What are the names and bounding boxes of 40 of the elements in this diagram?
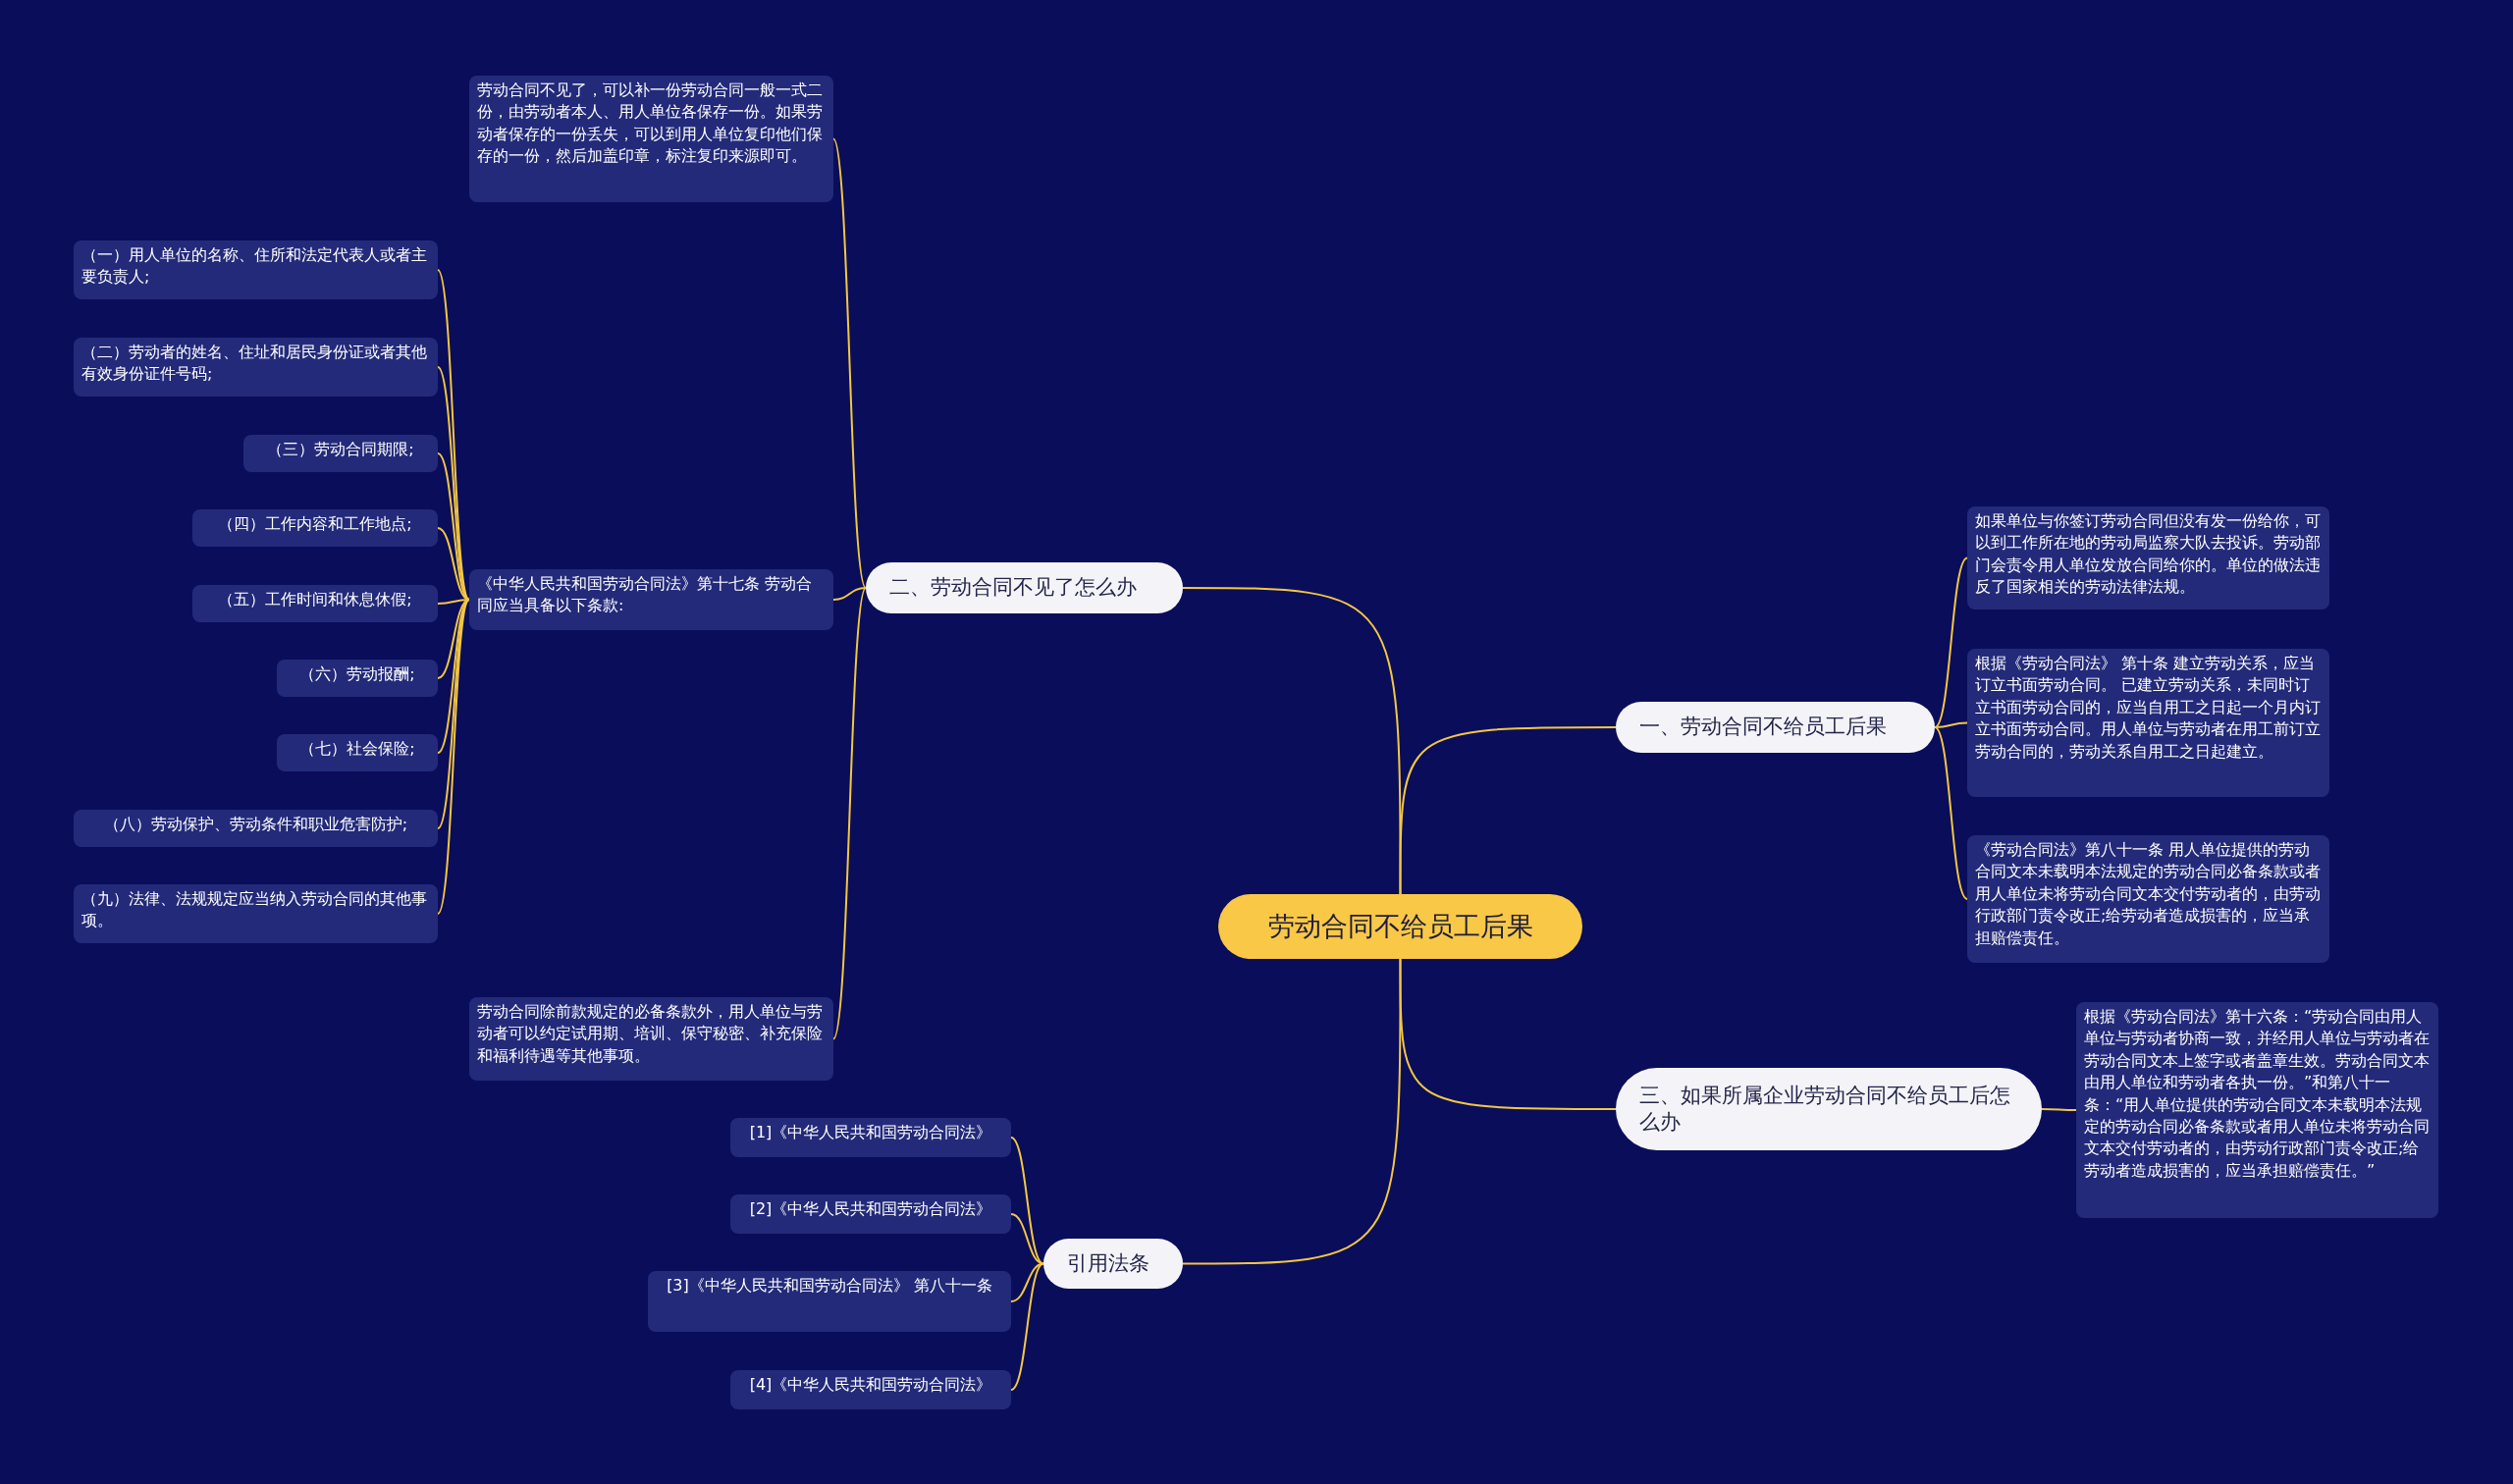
connector-line xyxy=(1399,958,1617,1110)
connector-line xyxy=(2041,1108,2077,1111)
connector-line xyxy=(437,599,470,915)
text-card: [4]《中华人民共和国劳动合同法》 xyxy=(730,1370,1011,1409)
text-card: [1]《中华人民共和国劳动合同法》 xyxy=(730,1118,1011,1157)
text-card: （一）用人单位的名称、住所和法定代表人或者主要负责人; xyxy=(74,240,438,299)
text-card: （五）工作时间和休息休假; xyxy=(192,585,438,622)
branch-topic: 引用法条 xyxy=(1043,1239,1183,1289)
text-card: 劳动合同不见了，可以补一份劳动合同一般一式二份，由劳动者本人、用人单位各保存一份。如果劳动者保存的一份丢失，可以到用人单位复印他们保存的一份，然后加盖印章，标注复印来源即可。 xyxy=(469,76,833,202)
connector-line xyxy=(1934,556,1968,728)
connector-line xyxy=(437,269,470,601)
connector-line xyxy=(1399,726,1617,895)
connector-line xyxy=(832,587,867,1040)
connector-line xyxy=(1182,958,1402,1265)
connector-line xyxy=(1010,1262,1044,1391)
text-card: （六）劳动报酬; xyxy=(277,660,438,697)
text-card: （三）劳动合同期限; xyxy=(243,435,438,472)
text-card: 根据《劳动合同法》第十六条：“劳动合同由用人单位与劳动者协商一致，并经用人单位与劳动者在劳动合同文本上签字或者盖章生效。劳动合同文本由用人单位和劳动者各执一份。”和第八十一条：“用人单位提供的劳动合同文本未载明本法规定的劳动合同必备条款或者用人单位未将劳动合同文本交付劳动者的，由劳动行政部门责令改正;给劳动者造成损害的，应当承担赔偿责任。” xyxy=(2076,1002,2438,1218)
text-card: 根据《劳动合同法》 第十条 建立劳动关系，应当订立书面劳动合同。 已建立劳动关系，未同时订立书面劳动合同的，应当自用工之日起一个月内订立书面劳动合同。用人单位与劳动者在用工前订立劳动合同的，劳动关系自用工之日起建立。 xyxy=(1967,649,2329,797)
branch-topic: 一、劳动合同不给员工后果 xyxy=(1616,702,1935,753)
text-card: （九）法律、法规规定应当纳入劳动合同的其他事项。 xyxy=(74,884,438,943)
text-card: （四）工作内容和工作地点; xyxy=(192,509,438,547)
text-card: （二）劳动者的姓名、住址和居民身份证或者其他有效身份证件号码; xyxy=(74,338,438,397)
connector-line xyxy=(1934,721,1968,728)
text-card: [3]《中华人民共和国劳动合同法》 第八十一条 xyxy=(648,1271,1011,1332)
text-card: [2]《中华人民共和国劳动合同法》 xyxy=(730,1194,1011,1234)
text-card: （七）社会保险; xyxy=(277,734,438,771)
connector-line xyxy=(1010,1137,1044,1265)
connector-line xyxy=(832,137,867,589)
text-card: （八）劳动保护、劳动条件和职业危害防护; xyxy=(74,810,438,847)
central-topic: 劳动合同不给员工后果 xyxy=(1218,894,1582,959)
connector-line xyxy=(1934,726,1968,900)
connector-line xyxy=(832,587,867,601)
text-card: 《中华人民共和国劳动合同法》第十七条 劳动合同应当具备以下条款: xyxy=(469,569,833,630)
branch-topic: 三、如果所属企业劳动合同不给员工后怎么办 xyxy=(1616,1068,2042,1150)
connector-line xyxy=(1182,587,1402,895)
branch-topic: 二、劳动合同不见了怎么办 xyxy=(866,562,1183,613)
text-card: 如果单位与你签订劳动合同但没有发一份给你，可以到工作所在地的劳动局监察大队去投诉。劳动部门会责令用人单位发放合同给你的。单位的做法违反了国家相关的劳动法律法规。 xyxy=(1967,506,2329,610)
text-card: 《劳动合同法》第八十一条 用人单位提供的劳动合同文本未载明本法规定的劳动合同必备条款或者用人单位未将劳动合同文本交付劳动者的，由劳动行政部门责令改正;给劳动者造成损害的，应当承担赔偿责任。 xyxy=(1967,835,2329,963)
text-card: 劳动合同除前款规定的必备条款外，用人单位与劳动者可以约定试用期、培训、保守秘密、补充保险和福利待遇等其他事项。 xyxy=(469,997,833,1081)
